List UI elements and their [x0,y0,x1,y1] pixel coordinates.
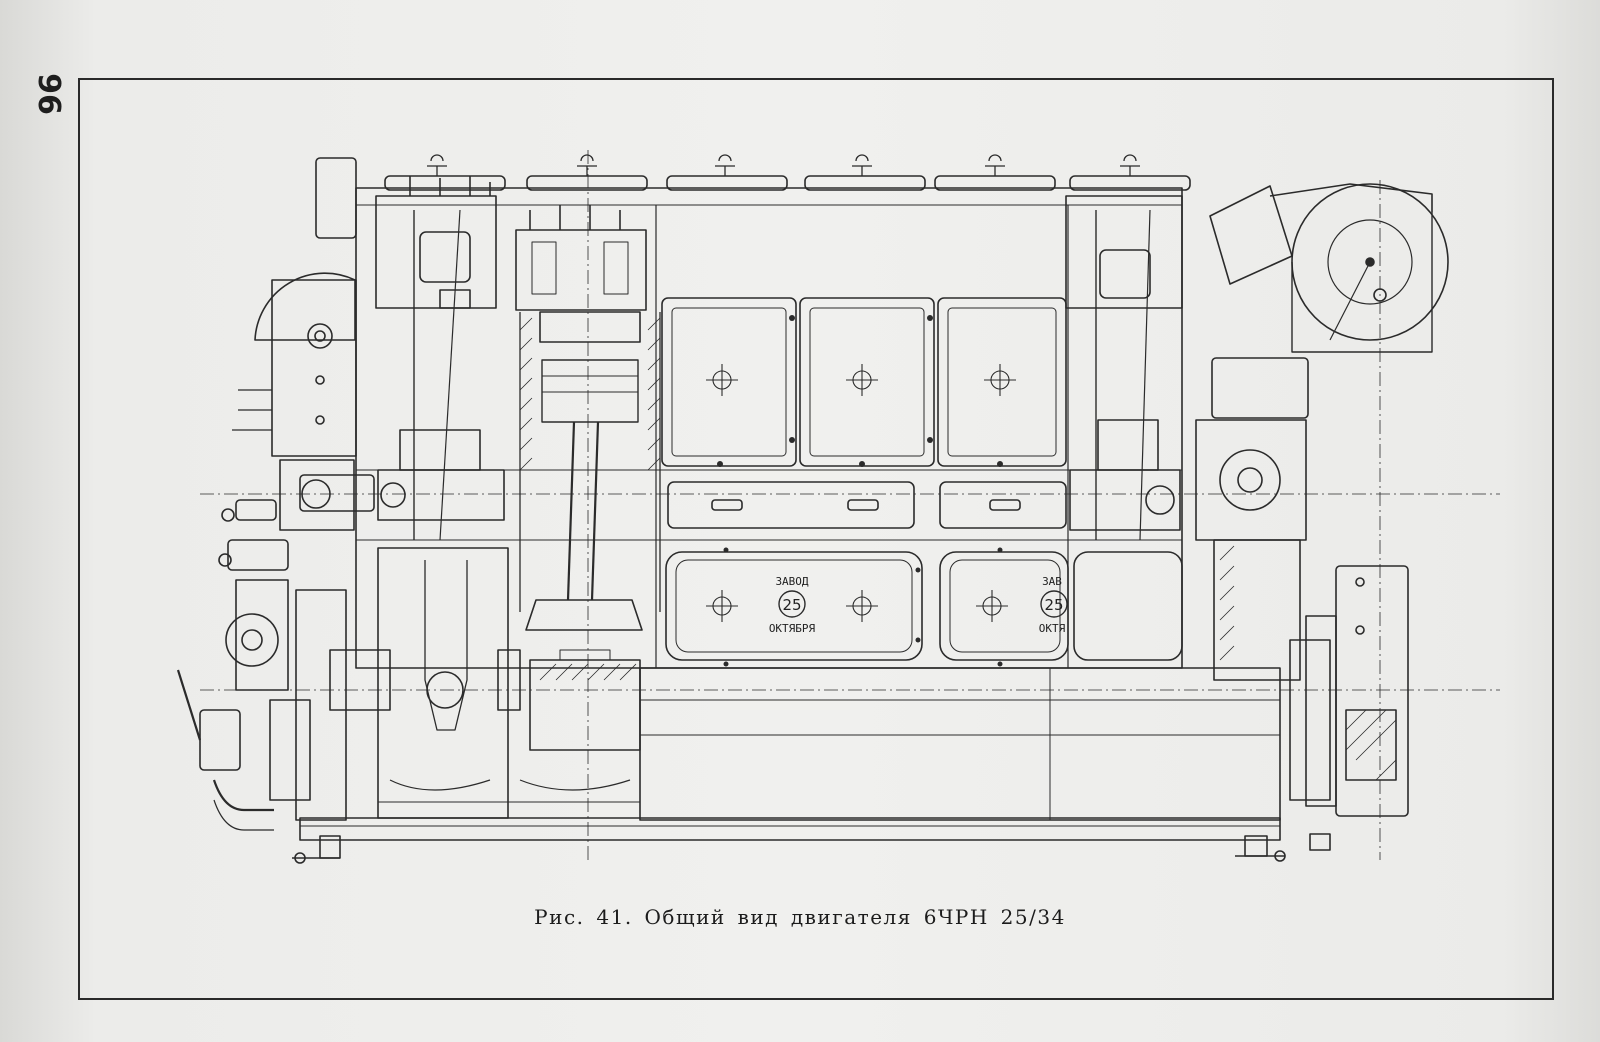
turbocharger [1209,183,1449,353]
nameplate-2: ЗАВ 25 ОКТЯ [1039,575,1068,635]
figure-frame [78,78,1554,1000]
upper-inspection-covers [661,297,1067,467]
right-valve-gear [1065,195,1183,541]
bedplate [292,667,1286,864]
nameplate-1-top: ЗАВОД [775,575,808,588]
nameplate-2-number: 25 [1044,596,1063,614]
camshaft-covers [667,481,1067,529]
nameplate-1-bottom: ОКТЯБРЯ [769,622,816,635]
cylinder-block [355,154,1191,669]
centre-lines [200,150,1500,860]
crankshaft-section [329,547,640,819]
front-pumps [176,499,347,831]
figure-caption: Рис. 41. Общий вид двигателя 6ЧРН 25/34 [534,905,1066,929]
nameplate-1-number: 25 [782,596,801,614]
nameplate-2-top: ЗАВ [1042,575,1062,588]
sectioned-cylinder [515,205,661,751]
fuel-pump-assembly [299,176,505,541]
coupling-assembly [1195,357,1409,851]
nameplate-2-bottom: ОКТЯ [1039,622,1066,635]
nameplate-1: ЗАВОД 25 ОКТЯБРЯ [769,575,816,635]
crankcase-doors [665,547,1183,667]
